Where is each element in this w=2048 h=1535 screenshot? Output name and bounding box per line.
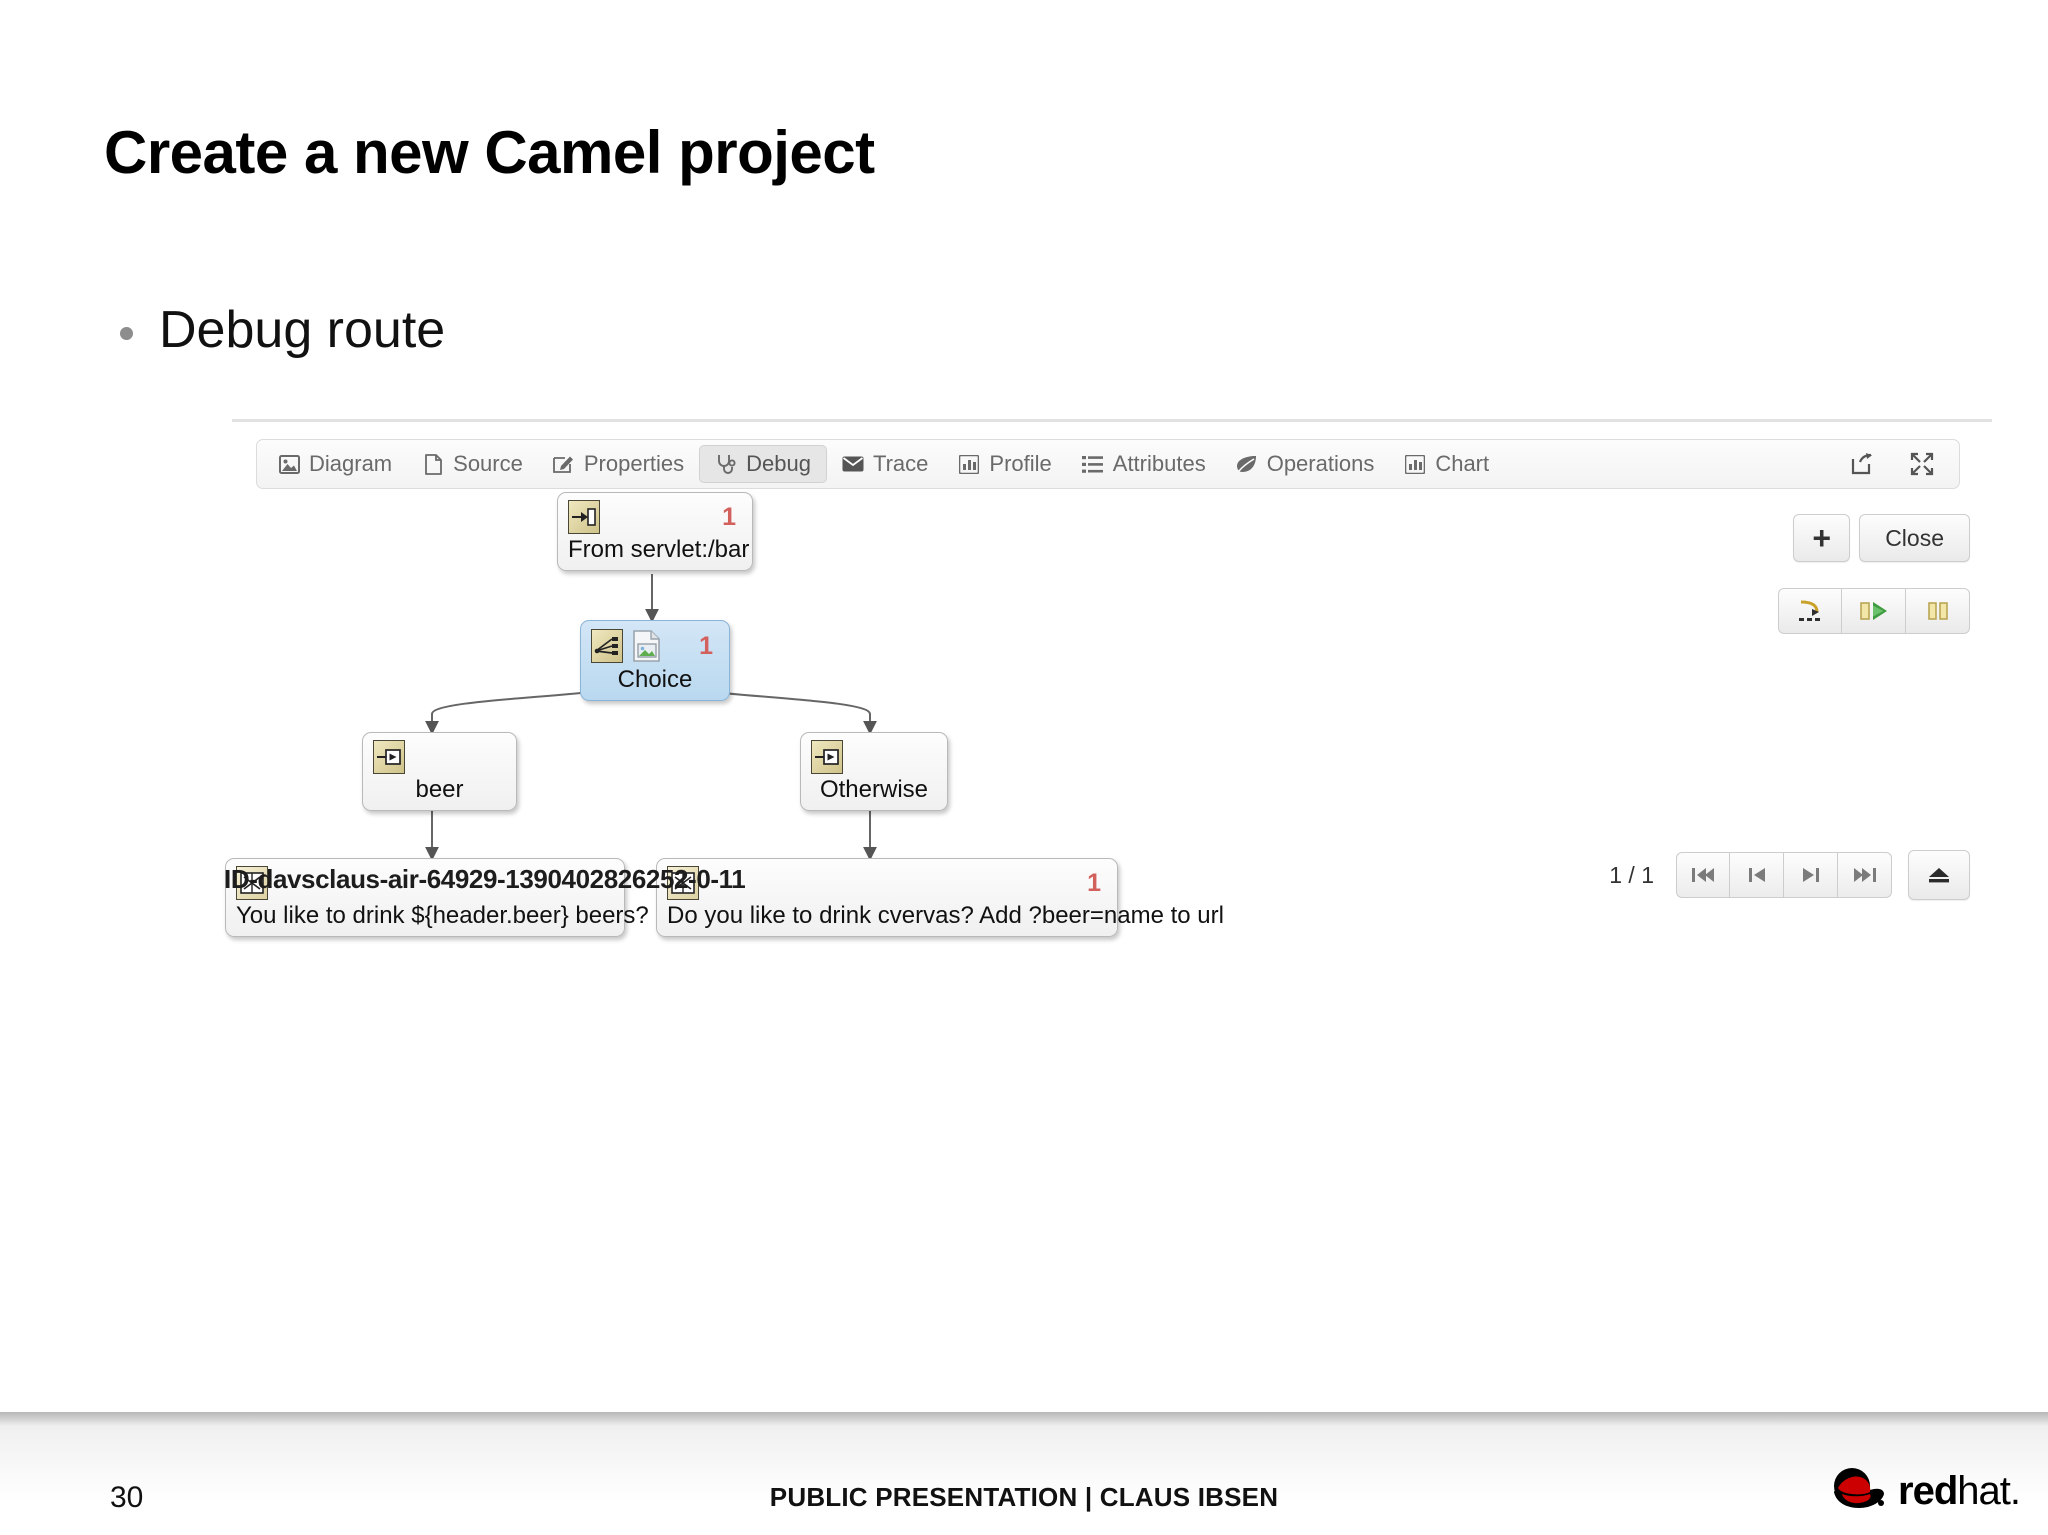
tab-source[interactable]: Source	[407, 445, 538, 483]
tab-source-label: Source	[453, 451, 523, 476]
tab-attributes[interactable]: Attributes	[1067, 445, 1221, 483]
image-icon	[278, 453, 300, 475]
step-over-icon[interactable]	[1778, 588, 1842, 634]
tab-trace[interactable]: Trace	[827, 445, 943, 483]
node-label: Choice	[617, 666, 693, 693]
node-badge: 1	[1087, 868, 1101, 897]
tabbar-actions	[1849, 451, 1953, 477]
eject-icon[interactable]	[1908, 850, 1970, 900]
bullet-item: Debug route	[120, 300, 445, 360]
debug-top-actions: + Close	[1793, 514, 1970, 562]
edit-icon	[553, 453, 575, 475]
hawtio-camel-debug-screenshot: Diagram Source Properties Debug Trace	[224, 419, 1992, 1418]
node-otherwise[interactable]: Otherwise	[800, 732, 948, 811]
first-page-icon[interactable]	[1676, 852, 1730, 898]
stethoscope-icon	[715, 453, 737, 475]
next-page-icon[interactable]	[1784, 852, 1838, 898]
previous-page-icon[interactable]	[1730, 852, 1784, 898]
node-label: From servlet:/bar	[568, 536, 750, 563]
transform-icon	[667, 866, 699, 900]
pause-icon[interactable]	[1906, 588, 1970, 634]
node-header: 1	[667, 866, 1107, 900]
file-icon	[422, 453, 444, 475]
message-pager: 1 / 1	[1609, 850, 1970, 900]
node-badge: 1	[699, 631, 713, 660]
node-header: 1	[568, 500, 742, 534]
tab-profile[interactable]: Profile	[943, 445, 1066, 483]
tab-attributes-label: Attributes	[1112, 451, 1206, 476]
bar-chart-icon	[958, 453, 980, 475]
fullscreen-icon[interactable]	[1909, 451, 1935, 477]
node-label: You like to drink ${header.beer} beers?	[236, 902, 649, 929]
exchange-id-label: ID-davsclaus-air-64929-1390402826252-0-1…	[224, 864, 746, 894]
external-link-icon[interactable]	[1849, 451, 1875, 477]
node-transform-otherwise[interactable]: 1 Do you like to drink cvervas? Add ?bee…	[656, 858, 1224, 937]
add-breakpoint-button[interactable]: +	[1793, 514, 1851, 562]
node-beer[interactable]: beer	[362, 732, 517, 811]
node-badge: 1	[722, 502, 736, 531]
page-number: 30	[110, 1481, 144, 1514]
tab-chart-label: Chart	[1435, 451, 1490, 476]
last-page-icon[interactable]	[1838, 852, 1892, 898]
node-header: 1	[591, 628, 719, 664]
bullet-dot-icon	[120, 326, 133, 340]
tab-operations-label: Operations	[1266, 451, 1375, 476]
bar-chart-icon	[1404, 453, 1426, 475]
node-label: beer	[415, 776, 464, 803]
node-header	[811, 740, 937, 774]
redhat-logo: redhat.	[1826, 1466, 2021, 1516]
when-icon	[373, 740, 405, 774]
transform-icon	[236, 866, 268, 900]
footer-divider	[0, 1412, 2048, 1426]
image-node-icon	[630, 628, 664, 664]
page-title: Create a new Camel project	[104, 119, 875, 186]
node-from-servlet[interactable]: 1 From servlet:/bar	[557, 492, 753, 571]
tab-properties[interactable]: Properties	[538, 445, 699, 483]
bullet-label: Debug route	[159, 301, 446, 359]
resume-play-icon[interactable]	[1842, 588, 1906, 634]
pager-count: 1 / 1	[1609, 861, 1654, 888]
tab-properties-label: Properties	[583, 451, 685, 476]
leaf-icon	[1236, 453, 1258, 475]
tab-debug-label: Debug	[746, 451, 811, 476]
tab-diagram[interactable]: Diagram	[263, 445, 407, 483]
footer-text: PUBLIC PRESENTATION | CLAUS IBSEN	[769, 1482, 1279, 1512]
pager-buttons	[1676, 852, 1892, 898]
tab-trace-label: Trace	[872, 451, 929, 476]
logo-red: red	[1898, 1468, 1958, 1513]
redhat-shadowman-icon	[1826, 1466, 1888, 1516]
choice-icon	[591, 629, 623, 663]
footer-background	[0, 1426, 2048, 1535]
tab-operations[interactable]: Operations	[1221, 445, 1390, 483]
node-label: Do you like to drink cvervas? Add ?beer=…	[667, 902, 1224, 929]
logo-hat: hat.	[1957, 1468, 2021, 1513]
node-label: Otherwise	[819, 776, 929, 803]
list-icon	[1082, 453, 1104, 475]
node-header	[236, 866, 614, 900]
envelope-icon	[842, 453, 864, 475]
node-header	[373, 740, 506, 774]
node-transform-beer[interactable]: You like to drink ${header.beer} beers?	[225, 858, 649, 937]
node-choice[interactable]: 1 Choice	[580, 620, 730, 701]
tab-debug[interactable]: Debug	[699, 445, 827, 483]
tab-chart[interactable]: Chart	[1389, 445, 1504, 483]
endpoint-in-icon	[568, 500, 600, 534]
route-diagram-canvas[interactable]: 1 From servlet:/bar 1 Choice	[224, 492, 1992, 1418]
close-debug-button[interactable]: Close	[1859, 514, 1970, 562]
debug-run-actions	[1778, 588, 1970, 634]
when-icon	[811, 740, 843, 774]
redhat-wordmark: redhat.	[1898, 1468, 2021, 1514]
tab-diagram-label: Diagram	[309, 451, 393, 476]
editor-tabbar: Diagram Source Properties Debug Trace	[256, 439, 1960, 489]
tab-profile-label: Profile	[989, 451, 1052, 476]
route-connectors	[425, 574, 877, 861]
